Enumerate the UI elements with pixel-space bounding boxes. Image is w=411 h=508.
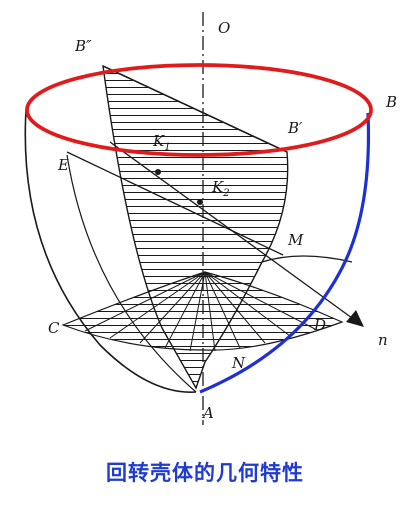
label-B-prime: B′ — [287, 119, 303, 137]
normal-arrowhead — [346, 310, 364, 327]
label-B-double-prime: B″ — [74, 37, 92, 55]
label-K2: K2 — [211, 178, 230, 199]
label-D: D — [313, 316, 326, 334]
label-C: C — [48, 319, 60, 337]
line-Bpp-to-Bp — [102, 65, 288, 153]
shell-outline-left — [24, 109, 197, 393]
label-O: O — [218, 19, 230, 37]
rim-circle-red — [25, 63, 373, 157]
parallel-circle-section — [61, 271, 344, 351]
label-M: M — [287, 231, 304, 249]
label-A: A — [201, 404, 214, 422]
meridian-curve-blue — [199, 112, 371, 394]
shell-outline-front-meridian — [66, 154, 197, 393]
label-N: N — [231, 354, 246, 372]
meridian-plane-section — [102, 64, 289, 390]
label-E: E — [57, 156, 69, 174]
point-K1 — [155, 169, 161, 175]
figure-caption: 回转壳体的几何特性 — [106, 461, 304, 485]
label-B: B — [385, 93, 397, 111]
normal-line-n — [109, 141, 353, 319]
label-n: n — [378, 331, 388, 349]
cone-generators — [84, 271, 316, 352]
label-K1: K1 — [152, 132, 171, 153]
point-K2 — [197, 199, 203, 205]
line-E-to-M — [66, 151, 284, 256]
parallel-circle-M — [261, 255, 353, 263]
